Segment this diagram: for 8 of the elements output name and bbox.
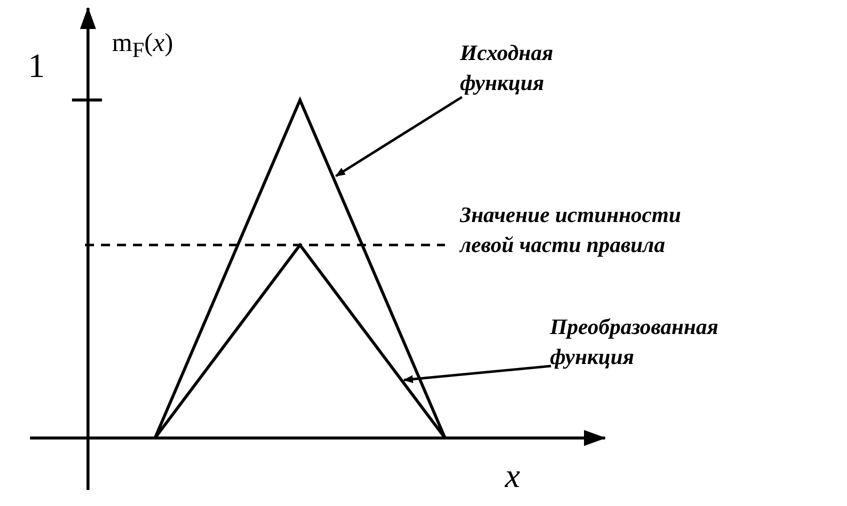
leader-arrow [335,96,463,178]
axis-label: x [505,458,520,496]
leader-arrow [403,364,552,384]
callout-text: Исходная функция [460,38,630,98]
callout-text: Преобразованная функция [550,312,750,372]
axis-value: 1 [28,48,45,86]
annotation-text: Значение истинности левой части правила [460,201,682,259]
axis-label: m$_{F}$(x) [112,28,174,64]
